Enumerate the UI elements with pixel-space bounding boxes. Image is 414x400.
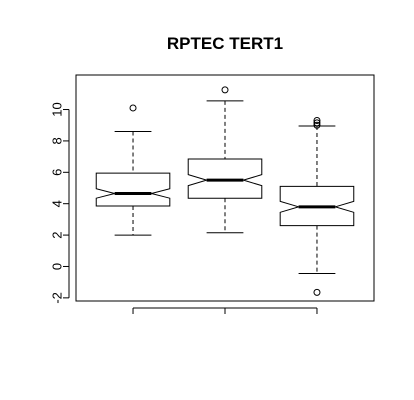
outlier-point: [313, 119, 321, 127]
box-group: [279, 117, 355, 296]
outlier-point: [313, 288, 321, 296]
y-axis: -2 0 2 4 6 8 10: [50, 102, 70, 304]
outlier-point: [313, 121, 321, 129]
boxes: [95, 86, 355, 296]
y-tick-label: 8: [50, 137, 65, 144]
box-group: [187, 86, 263, 234]
box-group: [95, 104, 171, 236]
chart-title: RPTEC TERT1: [167, 34, 283, 53]
y-tick-label: 10: [50, 102, 65, 116]
y-tick-label: -2: [50, 292, 65, 304]
outlier-point: [129, 104, 137, 112]
outlier-point: [313, 117, 321, 125]
outlier-point: [221, 86, 229, 94]
y-tick-label: 6: [50, 169, 65, 176]
y-tick-label: 2: [50, 231, 65, 238]
plot-frame: [75, 74, 375, 302]
y-tick-label: 4: [50, 200, 65, 207]
x-axis: [132, 307, 318, 314]
notched-box: [187, 158, 263, 199]
y-tick-label: 0: [50, 263, 65, 270]
notched-box: [95, 172, 171, 207]
